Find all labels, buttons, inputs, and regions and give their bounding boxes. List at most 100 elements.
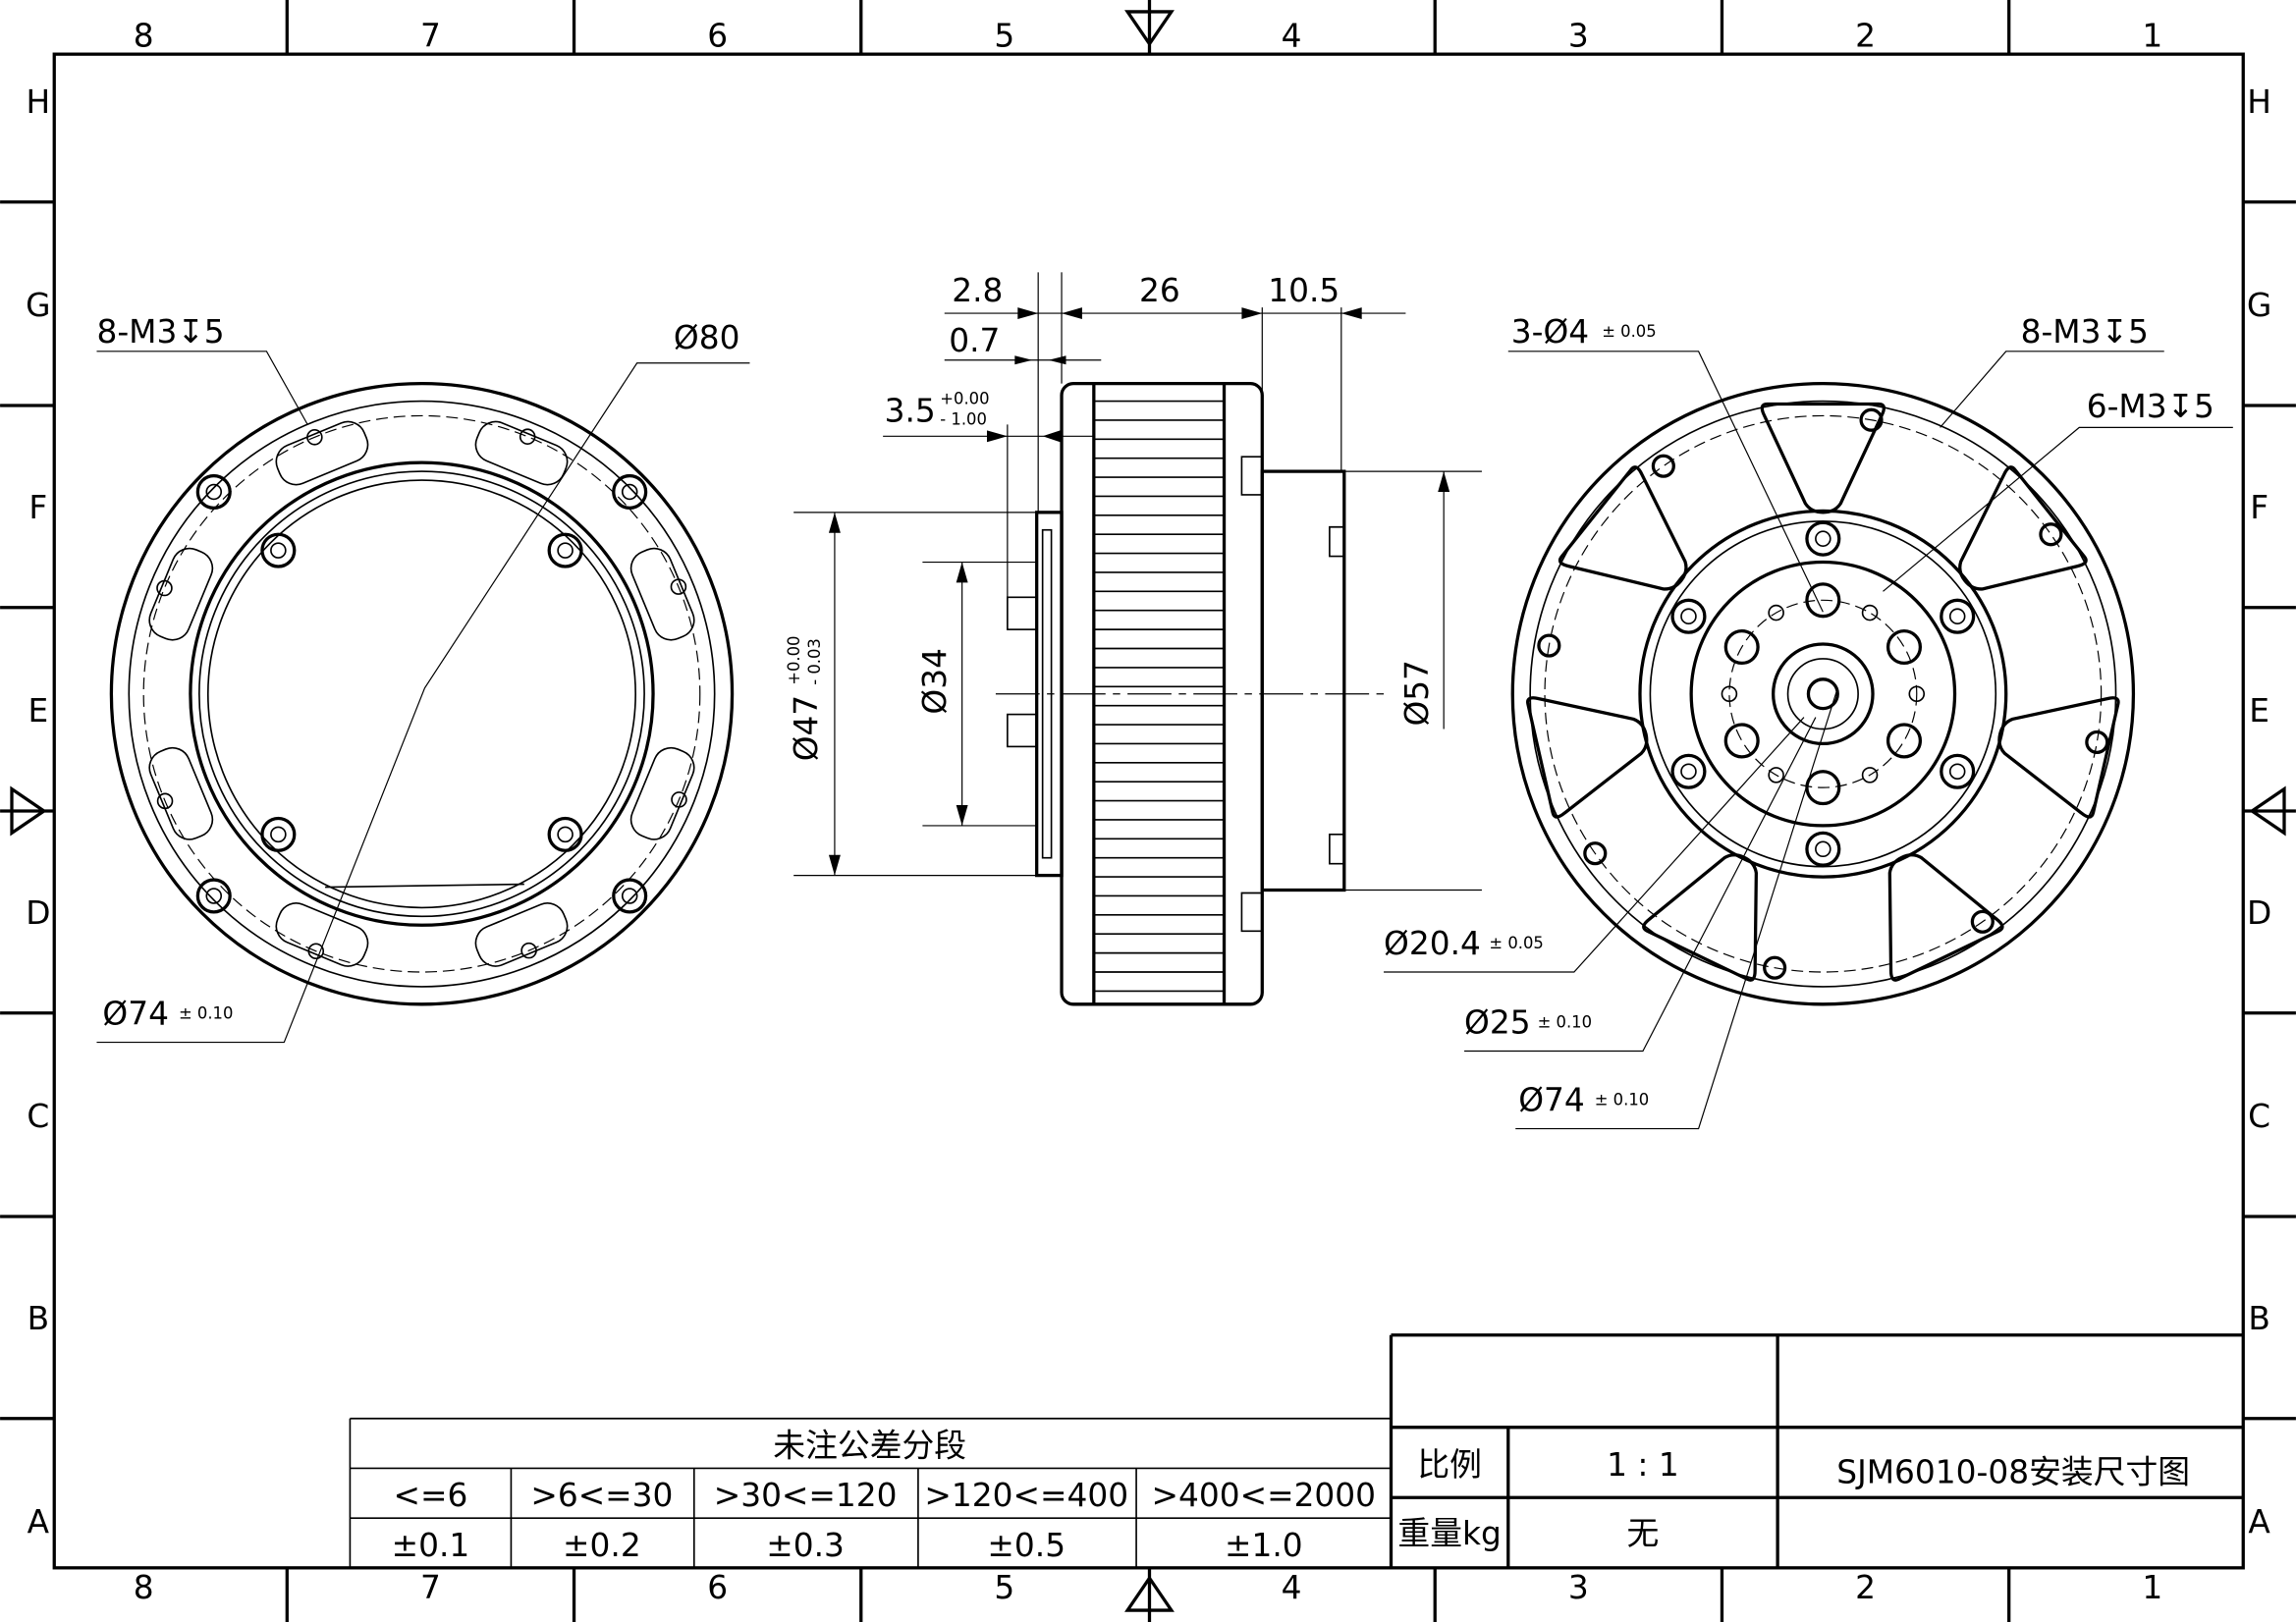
right-thread-label-2: 6-M3↧5 — [2087, 388, 2214, 425]
rim-threaded-hole — [2039, 522, 2063, 547]
zone-row-left: C — [27, 1098, 49, 1135]
outer-rim-inner — [128, 400, 716, 988]
range-cell: >6<=30 — [530, 1477, 673, 1514]
right-dia-20-4-tol: ± 0.05 — [1489, 934, 1543, 952]
rim-pocket — [148, 547, 214, 641]
hub-screw-core — [1815, 530, 1831, 547]
zone-row-right: B — [2248, 1300, 2270, 1337]
leader-holes — [1507, 351, 1824, 613]
rim-pocket — [629, 746, 695, 840]
dim-0-7: 0.7 — [949, 322, 1000, 359]
zone-col-bottom: 8 — [134, 1569, 154, 1606]
zone-row-left: D — [26, 894, 50, 932]
hub-screw-core — [1815, 840, 1831, 858]
rear-cover — [1260, 469, 1346, 892]
small-hole — [1768, 767, 1784, 784]
rim-threaded-hole — [2085, 730, 2109, 754]
zone-col-top: 5 — [994, 18, 1014, 55]
right-thread-label-1: 8-M3↧5 — [2021, 313, 2149, 351]
mounting-hole — [670, 578, 687, 595]
small-hole — [1861, 604, 1879, 622]
mounting-hole — [519, 428, 536, 445]
right-dia-25-tol: ± 0.10 — [1538, 1013, 1592, 1032]
spoke-window — [1887, 853, 2004, 982]
pocket-outline — [474, 420, 569, 486]
dowel-hole — [1805, 582, 1841, 619]
rim-threaded-hole — [1763, 955, 1787, 980]
rear-tabs — [1329, 525, 1345, 865]
dim-47-lower: - 0.03 — [805, 638, 824, 685]
pocket-outline — [629, 547, 695, 641]
zone-row-right: F — [2250, 489, 2269, 526]
centering-mark-top — [1124, 0, 1175, 55]
small-hole — [1721, 685, 1738, 702]
hub-screw-core — [1948, 608, 1966, 624]
window-outline — [1958, 465, 2088, 591]
leader-dia-25 — [1464, 717, 1817, 1053]
bolt-circle — [142, 414, 701, 973]
right-dia-74: Ø74 — [1518, 1082, 1585, 1119]
rear-connectors — [1240, 456, 1264, 933]
dim-47: Ø47 — [788, 695, 825, 762]
pocket-outline — [148, 547, 214, 641]
dim-26: 26 — [1139, 272, 1180, 309]
window-outline — [1642, 853, 1759, 982]
zone-col-bottom: 7 — [420, 1569, 441, 1606]
hub-screw-core — [1948, 763, 1966, 781]
centering-mark-left — [0, 785, 55, 837]
screw-head — [260, 816, 297, 852]
leader-thread-2 — [1883, 426, 2233, 592]
rim-pocket — [629, 547, 695, 641]
small-hole — [1768, 604, 1784, 622]
pocket-outline — [629, 746, 695, 840]
dim-10-5: 10.5 — [1268, 272, 1339, 309]
shaft-screw — [1805, 770, 1841, 806]
tolerance-cell: ±0.1 — [392, 1527, 470, 1564]
range-cell: >400<=2000 — [1152, 1477, 1377, 1514]
tolerance-cell: ±0.5 — [987, 1527, 1066, 1564]
mounting-hole — [520, 942, 537, 959]
rim-threaded-hole — [1970, 909, 1995, 934]
mounting-hole — [156, 579, 173, 597]
hub-outer-inner — [1649, 519, 1997, 868]
hub-bolt-circle — [1728, 599, 1918, 788]
inner-bore — [198, 470, 645, 918]
small-hole — [1861, 767, 1879, 784]
threaded-hole — [612, 473, 648, 511]
shaft-boss-bottom — [1007, 713, 1038, 748]
dim-3-5-lower: - 1.00 — [940, 409, 987, 428]
rim-pocket — [474, 420, 569, 486]
range-cell: <=6 — [394, 1477, 468, 1514]
right-dia-25: Ø25 — [1464, 1004, 1531, 1042]
side-view: 2.8 26 10.5 0.7 3.5 +0.00 - 1.00 Ø47 +0.… — [785, 272, 1482, 1006]
zone-col-bottom: 1 — [2142, 1569, 2162, 1606]
screw-head — [547, 816, 583, 852]
spoke-window — [1558, 465, 1688, 591]
right-holes-tol: ± 0.05 — [1602, 322, 1656, 341]
shaft-ring — [1772, 642, 1875, 746]
dim-3-5: 3.5 — [885, 392, 936, 429]
range-cell: >120<=400 — [924, 1477, 1128, 1514]
shaft-center — [1806, 677, 1839, 711]
range-cell: >30<=120 — [714, 1477, 898, 1514]
rim-threaded-hole — [1537, 633, 1561, 658]
spoke-window — [1997, 696, 2120, 819]
window-outline — [1558, 465, 1688, 591]
dim-47-upper: +0.00 — [785, 636, 803, 685]
pocket-outline — [275, 902, 369, 967]
scale-label: 比例 — [1417, 1446, 1482, 1484]
outer-rim — [109, 381, 735, 1006]
hub-screw-core — [1680, 608, 1697, 624]
mounting-hole — [306, 429, 323, 446]
threaded-hole — [195, 473, 232, 511]
zone-col-bottom: 4 — [1282, 1569, 1302, 1606]
screw-core — [270, 826, 287, 843]
rim-threaded-hole — [1859, 407, 1884, 432]
zone-col-top: 6 — [707, 18, 728, 55]
zone-row-right: D — [2247, 894, 2271, 932]
zone-row-right: A — [2248, 1503, 2270, 1541]
zone-col-bottom: 5 — [994, 1569, 1014, 1606]
tolerance-cell: ±0.2 — [563, 1527, 641, 1564]
